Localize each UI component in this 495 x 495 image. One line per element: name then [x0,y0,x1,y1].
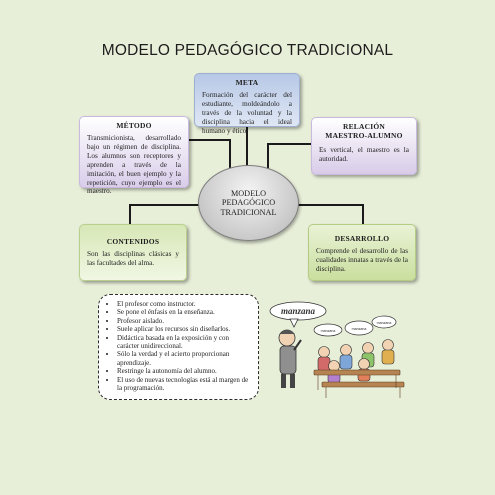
metodo-text: Transmicionista, desarrollado bajo un ré… [87,134,181,196]
feature-item: Restringe la autonomía del alumno. [117,367,252,375]
student-figure [339,344,353,370]
connector-relacion [267,143,312,169]
center-node: MODELO PEDAGÓGICO TRADICIONAL [198,165,299,241]
contenidos-heading: CONTENIDOS [106,237,160,246]
student-bubble-text: manzana [321,329,336,333]
connector-contenidos [129,204,203,225]
features-list-box: El profesor como instructor. Se pone el … [98,294,259,400]
student-bubble: manzana [371,315,397,329]
relacion-heading-line1: RELACIÓN [342,122,386,131]
relacion-text: Es vertical, el maestro es la autoridad. [319,146,409,164]
connector-desarrollo [293,204,364,225]
feature-item: Suele aplicar los recursos sin diseñarlo… [117,325,252,333]
contenidos-box: CONTENIDOS Son las disciplinas clásicas … [79,224,187,281]
feature-item: El uso de nuevas tecnologías está al mar… [117,376,252,393]
desarrollo-box: DESARROLLO Comprende el desarrollo de la… [308,224,416,281]
student-figure [381,339,395,365]
contenidos-text: Son las disciplinas clásicas y las facul… [87,250,179,268]
student-figure [317,346,331,372]
features-list: El profesor como instructor. Se pone el … [103,300,252,392]
feature-item: Profesor aislado. [117,317,252,325]
teacher-figure [278,329,302,388]
meta-box: META Formación del carácter del estudian… [194,73,300,135]
connector-metodo [188,139,231,169]
metodo-box: MÉTODO Transmicionista, desarrollado baj… [79,116,189,195]
metodo-heading: MÉTODO [116,121,152,130]
center-line1: MODELO [230,188,267,198]
center-line3: TRADICIONAL [220,207,277,217]
meta-text: Formación del carácter del estudiante, m… [202,91,292,135]
feature-item: Didáctica basada en la exposición y con … [117,334,252,351]
desks [313,369,405,398]
teacher-speech-bubble: manzana [269,301,327,328]
relacion-heading-line2: MAESTRO-ALUMNO [325,131,403,141]
student-bubble-text: manzana [377,321,392,325]
teacher-bubble-text: manzana [281,306,316,316]
classroom-illustration: manzana manzana manzana manzana [269,301,405,398]
student-bubble-text: manzana [352,327,367,331]
meta-heading: META [235,78,259,87]
desarrollo-heading: DESARROLLO [334,234,390,243]
student-bubble: manzana [344,320,374,336]
page-title: MODELO PEDAGÓGICO TRADICIONAL [101,42,394,59]
center-line2: PEDAGÓGICO [221,198,276,208]
students-group [317,339,395,384]
feature-item: Se pone el énfasis en la enseñanza. [117,308,252,316]
feature-item: El profesor como instructor. [117,300,252,308]
desarrollo-text: Comprende el desarrollo de las cualidade… [316,247,408,273]
relacion-heading: RELACIÓN MAESTRO-ALUMNO [319,122,409,140]
feature-item: Sólo la verdad y el acierto proporcionan… [117,350,252,367]
relacion-box: RELACIÓN MAESTRO-ALUMNO Es vertical, el … [311,117,417,175]
student-bubble: manzana [313,323,343,337]
